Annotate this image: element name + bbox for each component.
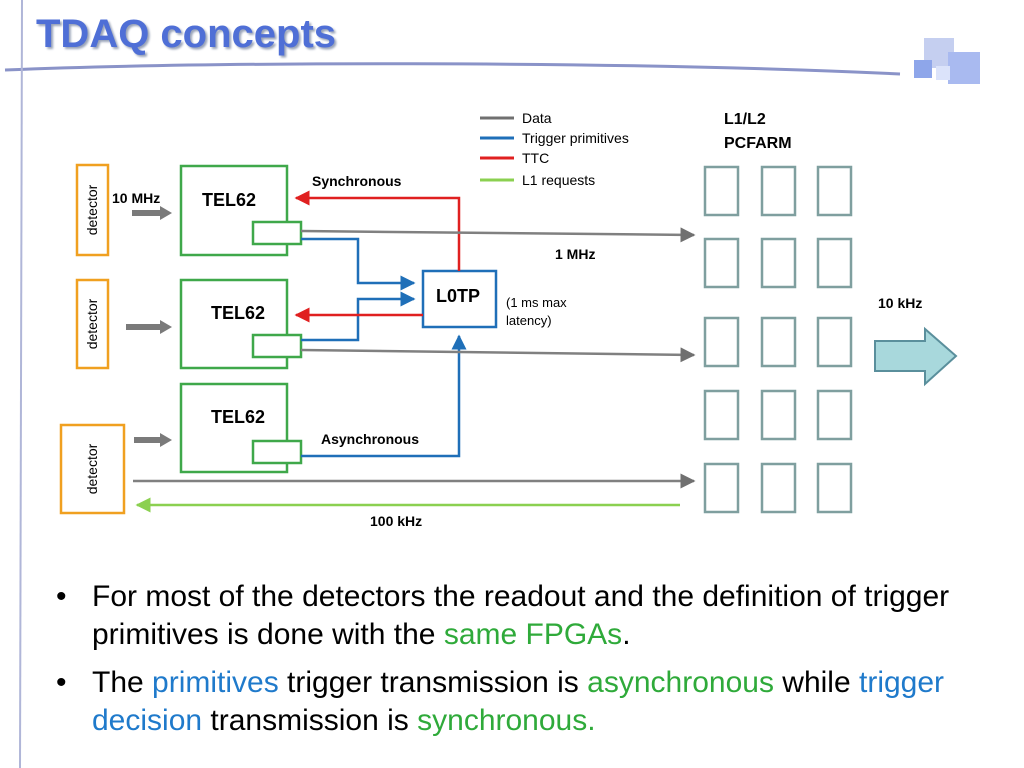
farm-node	[703, 462, 740, 514]
farm-node	[760, 462, 797, 514]
tel62-label: TEL62	[202, 190, 256, 210]
detector-box: detector	[59, 423, 126, 515]
legend-label-trigger-primitives: Trigger primitives	[522, 130, 629, 146]
fpga-sub-box	[251, 439, 303, 465]
bullet2-primitives: primitives	[152, 666, 279, 699]
tel62-board: TEL62	[179, 164, 303, 257]
primitive-link-2	[301, 291, 416, 342]
bullet1-end: .	[622, 618, 631, 651]
ttc-link-1	[294, 190, 461, 271]
latency-note-line1: (1 ms max	[506, 295, 567, 310]
bullet-item-fpga: • For most of the detectors the readout …	[52, 578, 972, 654]
bullet2-part2: trigger transmission is	[278, 666, 588, 699]
farm-title-line1: L1/L2	[724, 111, 766, 128]
detector-to-tel-arrow	[132, 206, 172, 220]
detector-box: detector	[75, 163, 110, 257]
farm-node	[760, 316, 797, 368]
detector-label: detector	[84, 443, 100, 494]
output-arrow	[874, 326, 958, 387]
rate-10mhz-label: 10 MHz	[112, 190, 160, 206]
latency-note-line2: latency)	[506, 313, 552, 328]
farm-node	[816, 316, 853, 368]
bullet2-synchronous: synchronous.	[417, 704, 596, 737]
bullet-dot: •	[56, 666, 67, 699]
bullet-item-transmission: • The primitives trigger transmission is…	[52, 664, 972, 740]
detector-label: detector	[84, 184, 100, 235]
tel62-board: TEL62	[179, 382, 303, 474]
legend-label-l1-requests: L1 requests	[522, 172, 595, 188]
farm-node	[760, 165, 797, 217]
farm-node	[816, 165, 853, 217]
l0tp-label: L0TP	[436, 286, 480, 306]
tel62-label: TEL62	[211, 407, 265, 427]
legend: Data Trigger primitives TTC L1 requests	[480, 110, 629, 188]
primitive-link-3	[301, 334, 467, 458]
title-underline	[4, 62, 901, 76]
detector-to-tel-arrow	[134, 433, 172, 447]
farm-node	[703, 389, 740, 441]
data-link-2	[300, 347, 696, 363]
detector-box: detector	[75, 278, 110, 370]
legend-label-ttc: TTC	[522, 150, 549, 166]
tel62-board: TEL62	[179, 278, 303, 370]
farm-node	[816, 462, 853, 514]
farm-title-line2: PCFARM	[724, 135, 792, 152]
bullet1-text: For most of the detectors the readout an…	[92, 580, 950, 651]
farm-node	[703, 316, 740, 368]
asynchronous-label: Asynchronous	[321, 431, 419, 447]
farm-node	[703, 237, 740, 289]
fpga-sub-box	[251, 220, 303, 246]
farm-node	[703, 165, 740, 217]
detector-to-tel-arrow	[126, 320, 172, 334]
pc-farm-grid	[703, 165, 853, 514]
detector-label: detector	[84, 298, 100, 349]
slide-title: TDAQ concepts	[36, 12, 337, 56]
l0tp-box: L0TP	[421, 269, 498, 329]
bullet-list: • For most of the detectors the readout …	[52, 578, 972, 750]
bullet1-highlight: same FPGAs	[443, 618, 623, 651]
primitive-link-1	[301, 237, 416, 291]
bullet2-asynchronous: asynchronous	[587, 666, 774, 699]
corner-squares-decoration	[914, 38, 980, 84]
left-vertical-rule	[19, 0, 23, 768]
farm-node	[816, 237, 853, 289]
farm-node	[760, 389, 797, 441]
farm-node	[760, 237, 797, 289]
bullet2-part1: The	[92, 666, 153, 699]
bullet2-part3: while	[773, 666, 859, 699]
rate-1mhz-label: 1 MHz	[555, 246, 595, 262]
tel62-label: TEL62	[211, 303, 265, 323]
rate-10khz-label: 10 kHz	[878, 295, 922, 311]
rate-100khz-label: 100 kHz	[370, 513, 422, 529]
bullet2-part4: transmission is	[202, 704, 418, 737]
data-link-1	[300, 227, 696, 243]
bullet-dot: •	[56, 580, 67, 613]
legend-label-data: Data	[522, 110, 552, 126]
synchronous-label: Synchronous	[312, 173, 402, 189]
bullet2-trigger-decision: trigger decision	[92, 666, 945, 737]
farm-node	[816, 389, 853, 441]
fpga-sub-box	[251, 333, 303, 359]
